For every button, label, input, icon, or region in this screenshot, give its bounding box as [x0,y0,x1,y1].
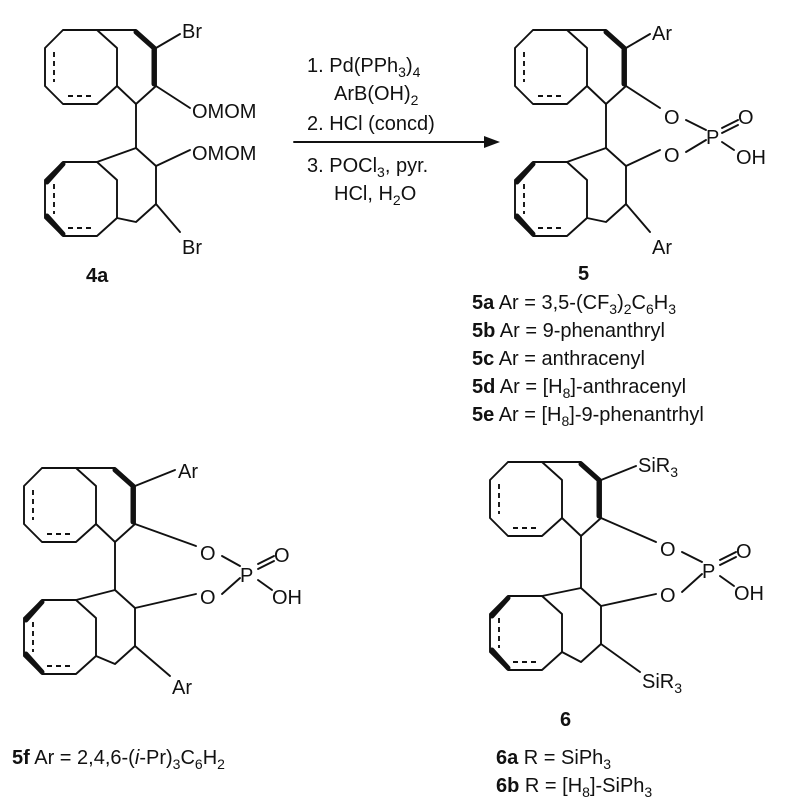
omom-bottom-label: OMOM [192,143,256,165]
oh-label-5f: OH [272,587,302,609]
p-label-5f: P [240,565,253,587]
reaction-conditions: 1. Pd(PPh3)4 ArB(OH)2 2. HCl (concd) 3. … [307,55,435,208]
br-top-label: Br [182,21,202,43]
condition-step-1: 1. Pd(PPh3)4 [307,55,421,80]
condition-step-1b: ArB(OH)2 [334,83,419,108]
compound-6-structure: SiR3 O O P O OH SiR3 6 [489,455,764,731]
ar-top-label-5: Ar [652,23,672,45]
legend-5d: 5d Ar = [H8]-anthracenyl [472,376,686,401]
o-double-label-5f: O [274,545,290,567]
sir3-top-label: SiR3 [638,455,678,480]
compound-label-4a: 4a [86,265,109,287]
legend-5f-line: 5f Ar = 2,4,6-(i-Pr)3C6H2 [12,747,225,772]
oh-label-5: OH [736,147,766,169]
o-double-label-6: O [736,541,752,563]
o2-label-6: O [660,585,676,607]
condition-step-3: 3. POCl3, pyr. [307,155,428,180]
legend-6a: 6a R = SiPh3 [496,747,611,772]
condition-step-3b: HCl, H2O [334,183,416,208]
legend-6b: 6b R = [H8]-SiPh3 [496,775,652,800]
legend-5e: 5e Ar = [H8]-9-phenantrhyl [472,404,704,429]
reaction-arrow [293,136,500,148]
compound-label-5: 5 [578,263,589,285]
sir3-bottom-label: SiR3 [642,671,682,696]
oh-label-6: OH [734,583,764,605]
legend-5a: 5a Ar = 3,5-(CF3)2C6H3 [472,292,676,317]
legend-5b: 5b Ar = 9-phenanthryl [472,320,665,342]
legend-5: 5a Ar = 3,5-(CF3)2C6H3 5b Ar = 9-phenant… [472,292,704,429]
legend-5c: 5c Ar = anthracenyl [472,348,645,370]
ar-top-label-5f: Ar [178,461,198,483]
o1-label-5f: O [200,543,216,565]
omom-top-label: OMOM [192,101,256,123]
legend-6: 6a R = SiPh3 6b R = [H8]-SiPh3 [496,747,652,800]
o1-label-6: O [660,539,676,561]
compound-4a-structure: Br OMOM OMOM Br 4a [44,21,256,287]
compound-5f-structure: Ar O O P O OH Ar [23,461,302,699]
compound-label-6: 6 [560,709,571,731]
o1-label-5: O [664,107,680,129]
br-bottom-label: Br [182,237,202,259]
o2-label-5: O [664,145,680,167]
o-double-label-5: O [738,107,754,129]
condition-step-2: 2. HCl (concd) [307,113,435,135]
p-label-5: P [706,127,719,149]
compound-5-structure: Ar O O P O OH Ar 5 [514,23,766,285]
ar-bottom-label-5: Ar [652,237,672,259]
p-label-6: P [702,561,715,583]
legend-5f: 5f Ar = 2,4,6-(i-Pr)3C6H2 [12,747,225,772]
o2-label-5f: O [200,587,216,609]
ar-bottom-label-5f: Ar [172,677,192,699]
